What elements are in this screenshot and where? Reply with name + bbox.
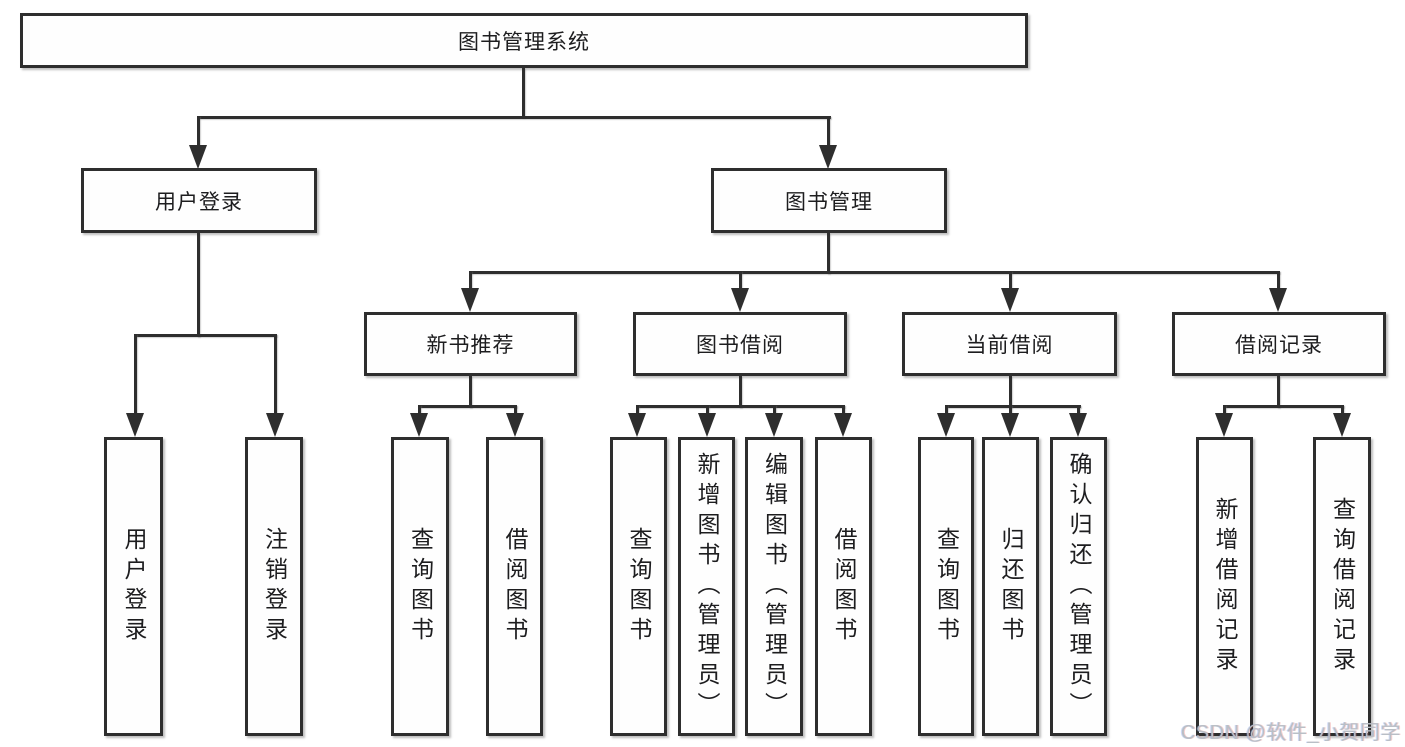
leaf-logout: 注销登录 (245, 437, 303, 736)
arrow-down-icon (834, 413, 852, 437)
node-label: 图书管理 (785, 190, 873, 214)
arrow-down-icon (1269, 288, 1287, 312)
node-label: 查询借阅记录 (1329, 496, 1356, 677)
connector-drop-borrow-records (1277, 271, 1280, 290)
connector-root-stem (522, 68, 525, 118)
node-user-login: 用户登录 (81, 168, 317, 233)
leaf-borrow-books: 借阅图书 (815, 437, 872, 736)
node-label: 确认归还（管理员） (1066, 451, 1092, 722)
connector-current-borrow-bus (945, 405, 1081, 408)
arrow-down-icon (410, 413, 428, 437)
connector-level2-bus (197, 116, 831, 119)
connector-drop-leaf (514, 405, 517, 414)
arrow-down-icon (506, 413, 524, 437)
leaf-query-books-borrow: 查询图书 (610, 437, 667, 736)
arrow-down-icon (189, 145, 207, 169)
connector-book-management-stem (827, 233, 830, 274)
connector-drop-user-login (197, 116, 200, 147)
connector-drop-leaf (1009, 405, 1012, 414)
node-label: 当前借阅 (965, 334, 1054, 357)
arrow-down-icon (266, 413, 284, 437)
node-current-borrowing: 当前借阅 (902, 312, 1117, 376)
leaf-add-books-admin: 新增图书（管理员） (678, 437, 735, 736)
arrow-down-icon (1069, 413, 1087, 437)
leaf-add-borrow-record: 新增借阅记录 (1196, 437, 1253, 736)
node-label: 新书推荐 (426, 334, 515, 357)
node-label: 新增图书（管理员） (694, 451, 720, 722)
leaf-query-books-recommend: 查询图书 (391, 437, 449, 736)
arrow-down-icon (819, 145, 837, 169)
connector-drop-leaf (274, 334, 277, 414)
leaf-return-books: 归还图书 (982, 437, 1039, 736)
connector-drop-leaf (773, 405, 776, 414)
csdn-watermark: CSDN @软件_小贺同学 (1180, 722, 1401, 744)
node-label: 编辑图书（管理员） (761, 451, 788, 722)
connector-book-borrow-bus (636, 405, 845, 408)
arrow-down-icon (1001, 413, 1019, 437)
node-label: 注销登录 (261, 526, 288, 647)
node-label: 借阅记录 (1235, 334, 1323, 357)
node-label: 查询图书 (933, 526, 960, 647)
connector-drop-leaf (418, 405, 421, 414)
connector-drop-leaf (134, 334, 137, 414)
connector-drop-leaf (636, 405, 639, 414)
leaf-user-login: 用户登录 (104, 437, 163, 736)
node-label: 归还图书 (998, 526, 1024, 647)
node-book-management: 图书管理 (711, 168, 947, 233)
connector-drop-leaf (706, 405, 709, 414)
connector-user-login-bus (134, 334, 277, 337)
connector-drop-leaf (1341, 405, 1344, 414)
connector-drop-current-borrow (1009, 271, 1012, 290)
leaf-confirm-return-admin: 确认归还（管理员） (1050, 437, 1107, 736)
node-label: 用户登录 (121, 526, 147, 647)
arrow-down-icon (1333, 413, 1351, 437)
arrow-down-icon (765, 413, 783, 437)
node-label: 新增借阅记录 (1212, 496, 1238, 677)
arrow-down-icon (698, 413, 716, 437)
node-label: 借阅图书 (502, 526, 528, 647)
connector-level3-bus (469, 271, 1280, 274)
node-library-management-system: 图书管理系统 (20, 13, 1028, 68)
node-new-book-recommendation: 新书推荐 (364, 312, 577, 376)
leaf-query-borrow-record: 查询借阅记录 (1313, 437, 1371, 736)
connector-drop-leaf (1077, 405, 1080, 414)
connector-borrow-records-bus (1223, 405, 1344, 408)
arrow-down-icon (126, 413, 144, 437)
arrow-down-icon (461, 288, 479, 312)
node-label: 图书借阅 (696, 334, 784, 357)
node-book-borrowing: 图书借阅 (633, 312, 847, 376)
connector-current-borrow-stem (1009, 376, 1012, 408)
leaf-borrow-books-recommend: 借阅图书 (486, 437, 543, 736)
connector-drop-leaf (945, 405, 948, 414)
arrow-down-icon (1001, 288, 1019, 312)
connector-new-book-stem (469, 376, 472, 408)
arrow-down-icon (628, 413, 646, 437)
node-label: 图书管理系统 (458, 30, 590, 54)
connector-drop-leaf (1223, 405, 1226, 414)
node-label: 查询图书 (407, 526, 434, 647)
connector-drop-new-book (469, 271, 472, 290)
node-label: 借阅图书 (831, 526, 857, 647)
connector-borrow-records-stem (1277, 376, 1280, 408)
connector-user-login-stem (197, 233, 200, 337)
connector-drop-book-management (827, 116, 830, 147)
node-label: 用户登录 (155, 190, 243, 214)
leaf-edit-books-admin: 编辑图书（管理员） (745, 437, 803, 736)
arrow-down-icon (731, 288, 749, 312)
connector-new-book-bus (418, 405, 517, 408)
node-label: 查询图书 (626, 526, 652, 647)
connector-book-borrow-stem (739, 376, 742, 408)
leaf-query-books-current: 查询图书 (918, 437, 974, 736)
arrow-down-icon (937, 413, 955, 437)
node-borrowing-records: 借阅记录 (1172, 312, 1386, 376)
arrow-down-icon (1215, 413, 1233, 437)
connector-drop-book-borrow (739, 271, 742, 290)
connector-drop-leaf (842, 405, 845, 414)
